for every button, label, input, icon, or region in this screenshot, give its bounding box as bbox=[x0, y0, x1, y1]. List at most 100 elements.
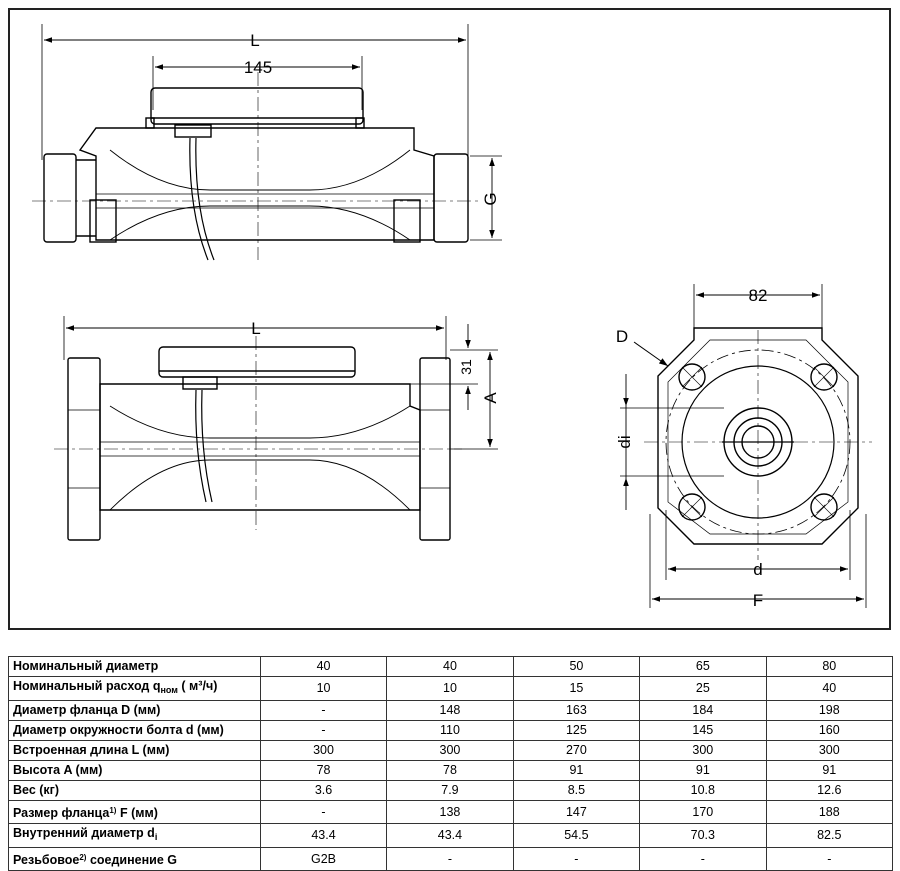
technical-drawing: L 145 G L bbox=[8, 8, 891, 630]
table-cell: - bbox=[512, 847, 641, 871]
row-label: Вес (кг) bbox=[8, 780, 261, 801]
table-cell: - bbox=[639, 847, 767, 871]
table-cell: 10 bbox=[386, 676, 514, 701]
table-cell: 300 bbox=[765, 740, 894, 761]
row-label-text: Размер фланца bbox=[13, 806, 110, 820]
table-cell: 300 bbox=[639, 740, 767, 761]
row-label: Диаметр фланца D (мм) bbox=[8, 700, 261, 721]
table-cell: 147 bbox=[512, 800, 641, 824]
table-cell: 70.3 bbox=[639, 823, 767, 848]
row-label-text: Внутренний диаметр d bbox=[13, 826, 155, 840]
row-label-suffix: соединение G bbox=[86, 853, 177, 867]
table-cell: 138 bbox=[386, 800, 514, 824]
dim-inner-diameter: di bbox=[615, 435, 634, 448]
table-cell: 198 bbox=[765, 700, 894, 721]
row-label-subscript: ном bbox=[160, 685, 178, 695]
threaded-meter-view bbox=[32, 24, 502, 261]
table-cell: 91 bbox=[639, 760, 767, 781]
row-label-text: Резьбовое bbox=[13, 853, 80, 867]
row-label: Номинальный диаметр bbox=[8, 656, 261, 677]
dim-length-side: L bbox=[251, 319, 260, 338]
row-label-suffix: ( м³/ч) bbox=[177, 679, 218, 693]
row-label-text: Высота A (мм) bbox=[13, 763, 103, 777]
dim-flange-size: F bbox=[753, 591, 763, 610]
table-cell: 82.5 bbox=[765, 823, 894, 848]
row-label-subscript: i bbox=[154, 832, 158, 842]
row-label-text: Диаметр окружности болта d (мм) bbox=[13, 723, 224, 737]
row-label: Диаметр окружности болта d (мм) bbox=[8, 720, 261, 741]
row-label-text: Номинальный диаметр bbox=[13, 659, 159, 673]
table-cell: 300 bbox=[259, 740, 388, 761]
drawing-canvas: L 145 G L bbox=[32, 24, 872, 610]
table-cell: 170 bbox=[639, 800, 767, 824]
table-cell: 65 bbox=[639, 656, 767, 677]
table-cell: 43.4 bbox=[259, 823, 388, 848]
row-label: Встроенная длина L (мм) bbox=[8, 740, 261, 761]
table-cell: 145 bbox=[639, 720, 767, 741]
dim-length-top: L bbox=[250, 31, 259, 50]
table-cell: 12.6 bbox=[765, 780, 894, 801]
table-cell: 40 bbox=[259, 656, 388, 677]
row-label: Высота A (мм) bbox=[8, 760, 261, 781]
flanged-meter-view bbox=[54, 316, 498, 541]
dim-bolt-pitch: 82 bbox=[749, 286, 768, 305]
table-cell: 50 bbox=[512, 656, 641, 677]
dim-height-total: A bbox=[481, 392, 500, 404]
table-cell: 91 bbox=[765, 760, 894, 781]
flange-front-view bbox=[620, 284, 872, 608]
table-cell: 25 bbox=[639, 676, 767, 701]
table-cell: 80 bbox=[765, 656, 894, 677]
table-cell: 148 bbox=[386, 700, 514, 721]
dim-thread: G bbox=[481, 192, 500, 205]
table-cell: 7.9 bbox=[386, 780, 514, 801]
row-label: Резьбовое2) соединение G bbox=[8, 847, 261, 871]
table-cell: 160 bbox=[765, 720, 894, 741]
row-label: Номинальный расход qном ( м³/ч) bbox=[8, 676, 261, 701]
row-label-footnote: 1) bbox=[109, 806, 117, 815]
table-cell: 270 bbox=[512, 740, 641, 761]
table-cell: 163 bbox=[512, 700, 641, 721]
row-label-text: Вес (кг) bbox=[13, 783, 60, 797]
dim-flange-diameter: D bbox=[616, 327, 628, 346]
table-cell: 15 bbox=[512, 676, 641, 701]
row-label-footnote: 2) bbox=[79, 853, 87, 862]
table-cell: - bbox=[765, 847, 894, 871]
table-cell: 110 bbox=[386, 720, 514, 741]
dim-height-top: 31 bbox=[458, 359, 474, 375]
table-cell: 43.4 bbox=[386, 823, 514, 848]
table-cell: 78 bbox=[386, 760, 514, 781]
table-cell: 91 bbox=[512, 760, 641, 781]
table-cell: 54.5 bbox=[512, 823, 641, 848]
table-cell: 3.6 bbox=[259, 780, 388, 801]
table-cell: G2B bbox=[259, 847, 388, 871]
table-cell: - bbox=[259, 720, 388, 741]
dim-bolt-circle: d bbox=[753, 560, 762, 579]
table-cell: 300 bbox=[386, 740, 514, 761]
dim-register-width: 145 bbox=[244, 58, 272, 77]
table-cell: 10.8 bbox=[639, 780, 767, 801]
row-label-text: Диаметр фланца D (мм) bbox=[13, 703, 161, 717]
table-cell: - bbox=[386, 847, 514, 871]
table-cell: 10 bbox=[259, 676, 388, 701]
row-label: Размер фланца1) F (мм) bbox=[8, 800, 261, 824]
table-cell: - bbox=[259, 800, 388, 824]
row-label-suffix: F (мм) bbox=[116, 806, 158, 820]
table-cell: 188 bbox=[765, 800, 894, 824]
row-label-text: Номинальный расход q bbox=[13, 679, 161, 693]
table-cell: 40 bbox=[386, 656, 514, 677]
row-label-text: Встроенная длина L (мм) bbox=[13, 743, 170, 757]
table-cell: 8.5 bbox=[512, 780, 641, 801]
table-cell: 78 bbox=[259, 760, 388, 781]
table-cell: - bbox=[259, 700, 388, 721]
